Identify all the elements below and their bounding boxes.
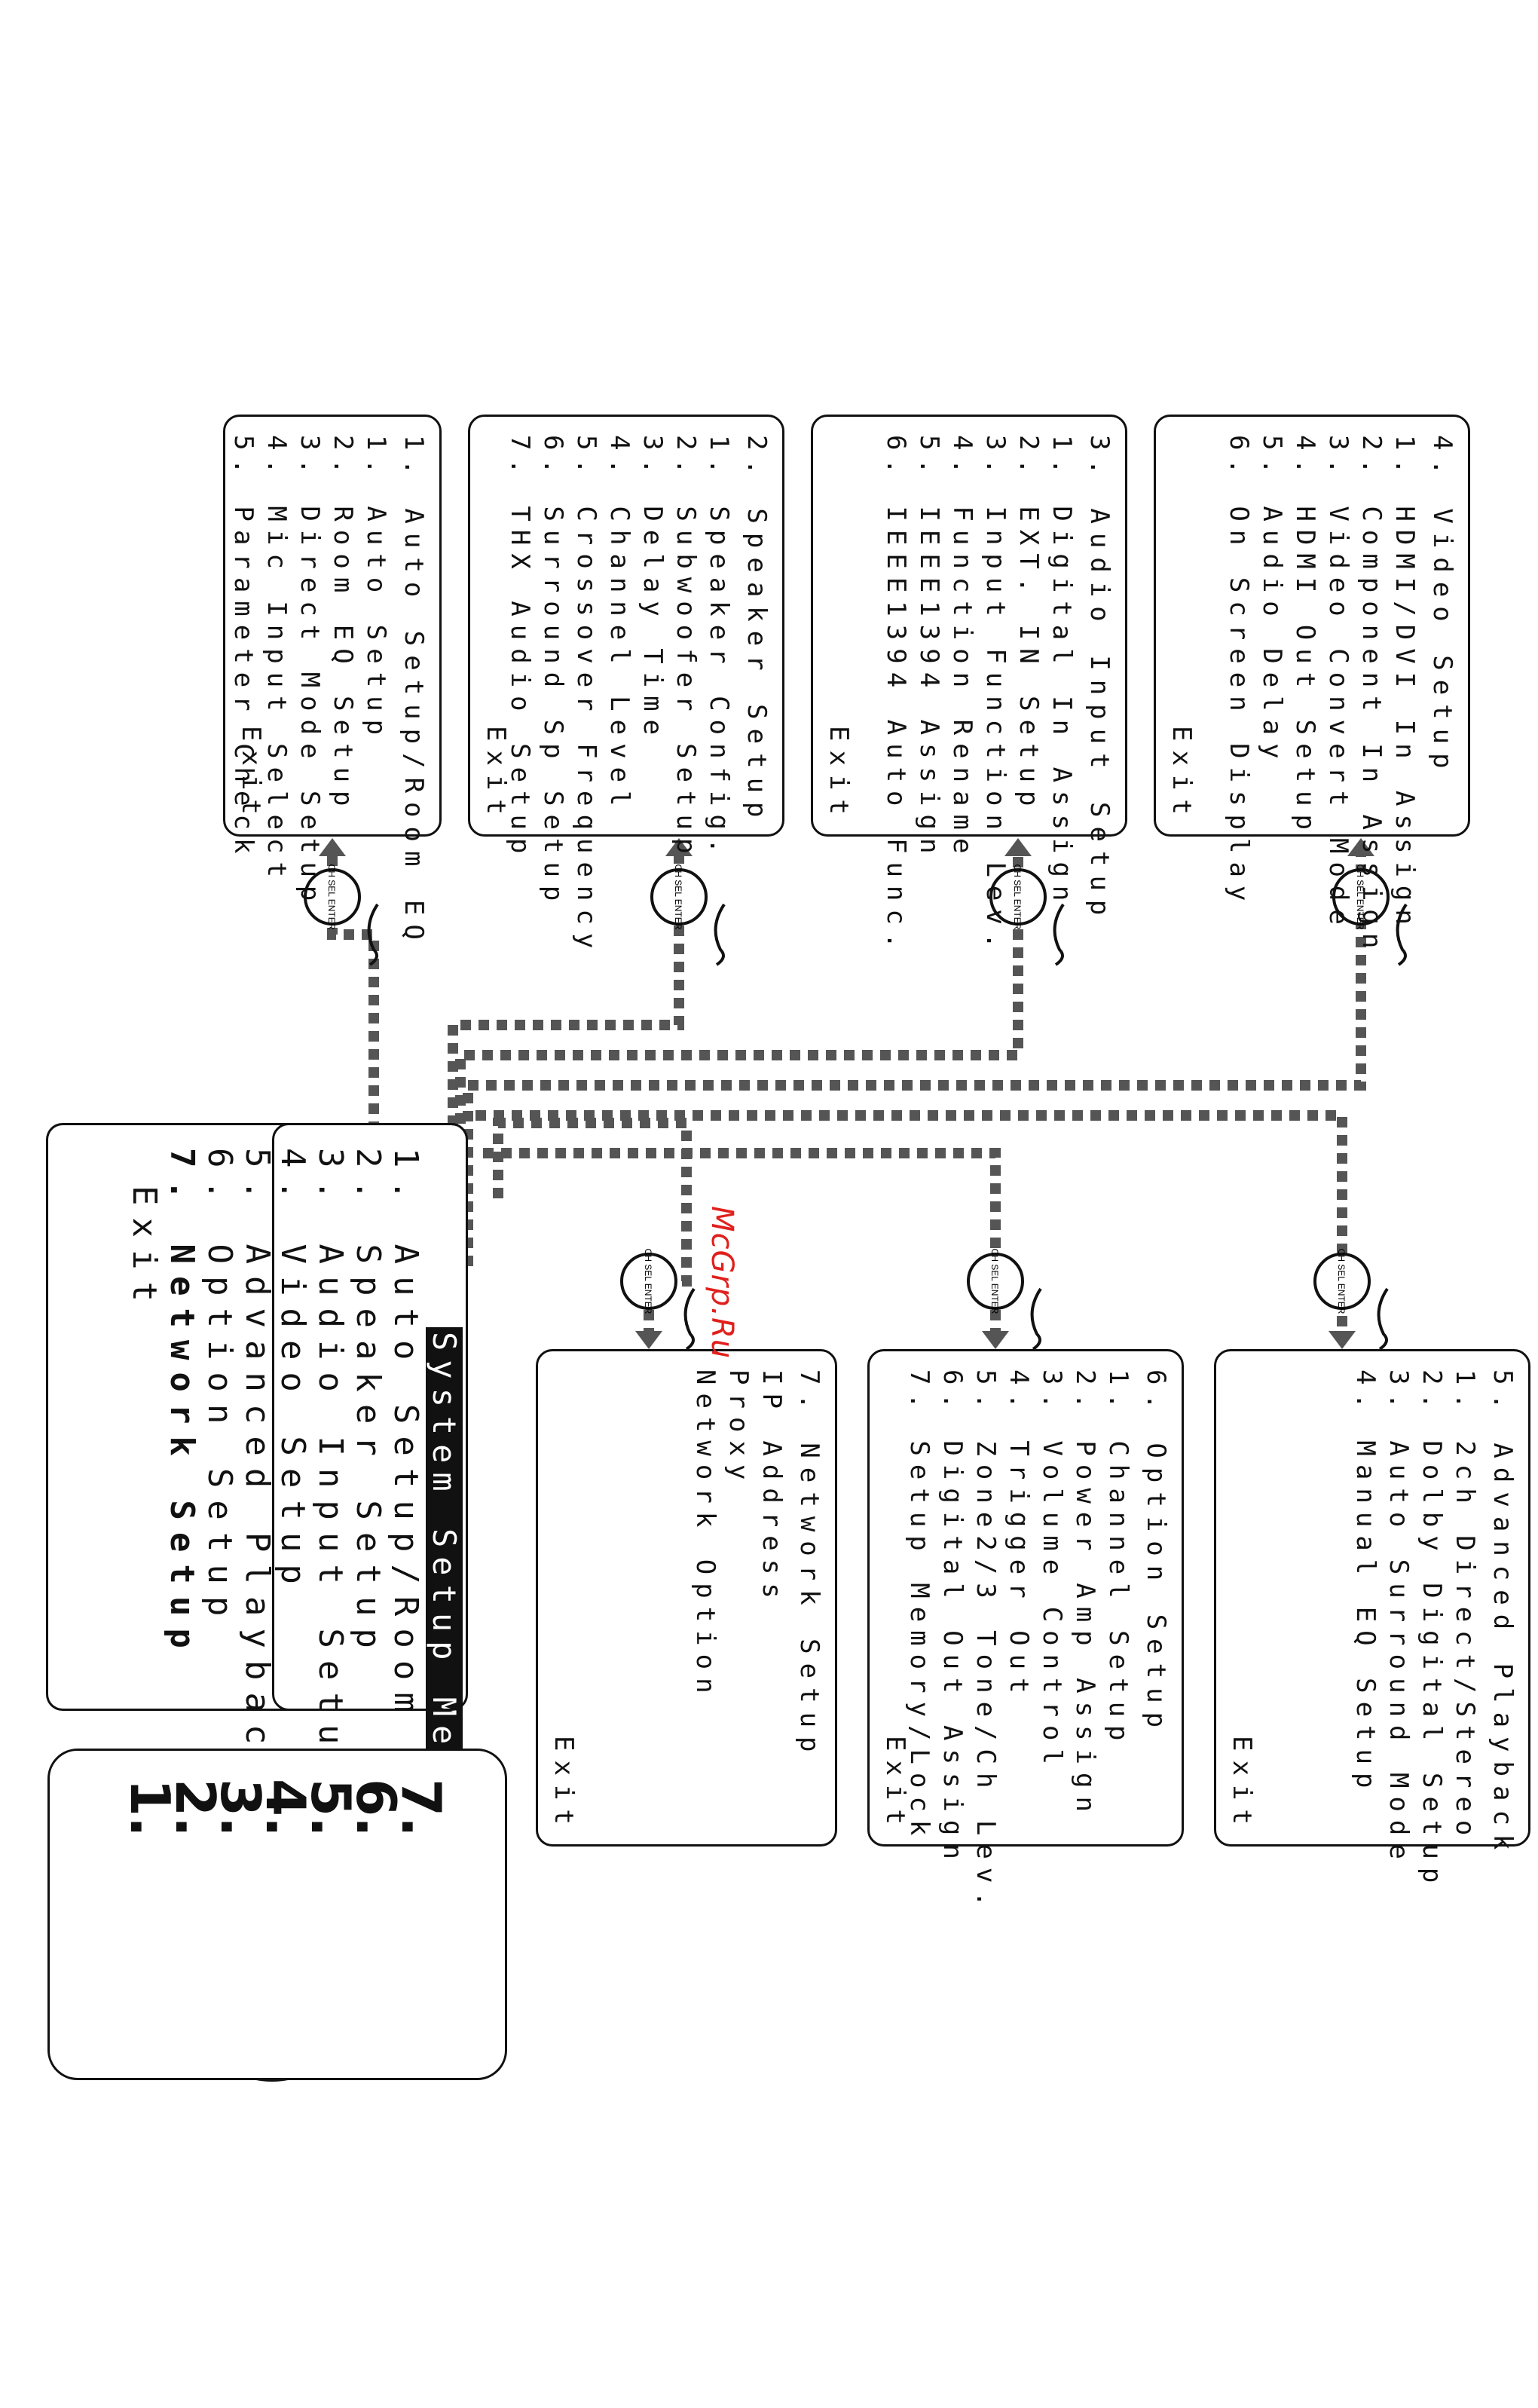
network-exit[interactable]: Exit [549,1736,579,1834]
network-item-2[interactable]: Proxy [723,1369,754,1489]
advanced-item-3[interactable]: 3. Auto Surround Mode [1384,1369,1414,1868]
advanced-submenu-box: 5. Advanced Playback 1. 2ch Direct/Stereo… [1214,1349,1530,1891]
auto-item-1[interactable]: 1. Auto Setup [361,435,391,744]
option-exit[interactable]: Exit [880,1736,910,1834]
speaker-item-1[interactable]: 1. Speaker Config. [704,435,734,862]
speaker-item-4[interactable]: 4. Channel Level [604,435,634,815]
system-menu-item-7[interactable]: 7. Network Setup [163,1148,201,1660]
video-exit[interactable]: Exit [1166,726,1197,824]
advanced-button [1313,1253,1371,1310]
network-item-1[interactable]: IP Address [757,1369,787,1607]
option-item-3[interactable]: 3. Volume Control [1037,1369,1067,1773]
audio-item-2[interactable]: 2. EXT. IN Setup [1014,435,1044,815]
system-menu-item-5[interactable]: 5. Advanced Playback [238,1148,277,1788]
option-item-5[interactable]: 5. Zone2/3 Tone/Ch Lev. [971,1369,1001,1915]
audio-button [989,868,1047,926]
speaker-button-label: CH SEL ENTER [673,864,683,930]
video-submenu-title: 4. Video Setup [1427,435,1457,778]
network-button-label: CH SEL ENTER [643,1249,653,1314]
option-item-6[interactable]: 6. Digital Out Assign [937,1369,968,1868]
nav-number-7: 7. [390,1779,453,1837]
audio-item-1[interactable]: 1. Digital In Assign [1047,435,1077,910]
system-menu-exit[interactable]: Exit [125,1186,164,1314]
advanced-item-4[interactable]: 4. Manual EQ Setup [1350,1369,1381,1797]
auto-exit[interactable]: Exit [236,726,266,824]
auto-item-4[interactable]: 4. Mic Input Select [261,435,292,886]
video-item-4[interactable]: 4. HDMI Out Setup [1290,435,1320,838]
audio-item-3[interactable]: 3. Input Function Lev. [980,435,1011,957]
connector-audio-arrow-icon [1004,838,1032,856]
audio-exit[interactable]: Exit [824,726,854,824]
auto-item-3[interactable]: 3. Direct Mode Setup [295,435,325,910]
connector-speaker-arrow-icon [665,838,693,856]
connector-option [483,1148,1001,1334]
option-button-label: CH SEL ENTER [989,1249,1000,1314]
audio-hand-icon [1053,903,1065,966]
network-submenu-title: 7. Network Setup [794,1369,824,1761]
option-button [967,1253,1024,1310]
auto-button-label: CH SEL ENTER [326,864,337,930]
watermark-text: McGrp.Ru [705,1206,739,1360]
system-menu-item-6[interactable]: 6. Option Setup [200,1148,239,1629]
connector-option-arrow-icon [982,1331,1009,1349]
advanced-button-label: CH SEL ENTER [1336,1249,1347,1314]
option-hand-icon [1030,1287,1042,1351]
video-item-3[interactable]: 3. Video Convert Mode [1323,435,1353,933]
option-item-2[interactable]: 2. Power Amp Assign [1070,1369,1100,1820]
option-item-4[interactable]: 4. Trigger Out [1004,1369,1034,1702]
advanced-item-2[interactable]: 2. Dolby Digital Setup [1417,1369,1447,1892]
speaker-item-2[interactable]: 2. Subwoofer Setup [671,435,701,862]
video-item-1[interactable]: 1. HDMI/DVI In Assign [1390,435,1420,933]
speaker-hand-icon [714,903,726,966]
speaker-item-6[interactable]: 6. Surround Sp Setup [538,435,568,910]
audio-item-5[interactable]: 5. IEEE1394 Assign [914,435,944,862]
option-submenu-title: 6. Option Setup [1141,1369,1171,1737]
video-item-6[interactable]: 6. On Screen Display [1224,435,1254,910]
connector-auto-arrow-icon [319,838,346,856]
advanced-item-1[interactable]: 1. 2ch Direct/Stereo [1450,1369,1480,1844]
audio-button-label: CH SEL ENTER [1012,864,1023,930]
network-button [620,1253,677,1310]
network-hand-icon [683,1287,696,1351]
option-item-1[interactable]: 1. Channel Setup [1103,1369,1133,1749]
video-item-5[interactable]: 5. Audio Delay [1257,435,1287,767]
auto-item-2[interactable]: 2. Room EQ Setup [328,435,358,815]
auto-hand-icon [367,903,379,966]
audio-item-4[interactable]: 4. Function Rename [947,435,977,862]
speaker-submenu-title: 2. Speaker Setup [741,435,772,827]
video-button [1332,868,1390,926]
connector-video [463,852,1366,1266]
audio-submenu-title: 3. Audio Input Setup [1084,435,1115,925]
speaker-item-3[interactable]: 3. Delay Time [638,435,668,744]
connector-audio [455,852,1023,1232]
connector-advanced-arrow-icon [1329,1331,1356,1349]
audio-item-6[interactable]: 6. IEEE1394 Auto Func. [881,435,911,957]
connector-network-arrow-icon [635,1331,662,1349]
auto-button [304,868,361,926]
speaker-button [650,868,708,926]
speaker-item-5[interactable]: 5. Crossover Frequency [571,435,601,957]
system-setup-menu-box-lower: 5. Advanced Playback 6. Option Setup 7. … [46,1123,468,1788]
auto-submenu-title: 1. Auto Setup/Room EQ [399,435,429,949]
advanced-exit[interactable]: Exit [1227,1736,1257,1834]
connector-video-arrow-icon [1347,838,1374,856]
connector-network [493,1118,692,1334]
advanced-submenu-title: 5. Advanced Playback [1488,1369,1518,1859]
video-item-2[interactable]: 2. Component In Assign [1356,435,1387,957]
video-button-label: CH SEL ENTER [1355,864,1365,930]
video-hand-icon [1396,903,1408,966]
advanced-hand-icon [1377,1287,1389,1351]
speaker-exit[interactable]: Exit [481,726,511,824]
network-item-3[interactable]: Network Option [690,1369,720,1702]
